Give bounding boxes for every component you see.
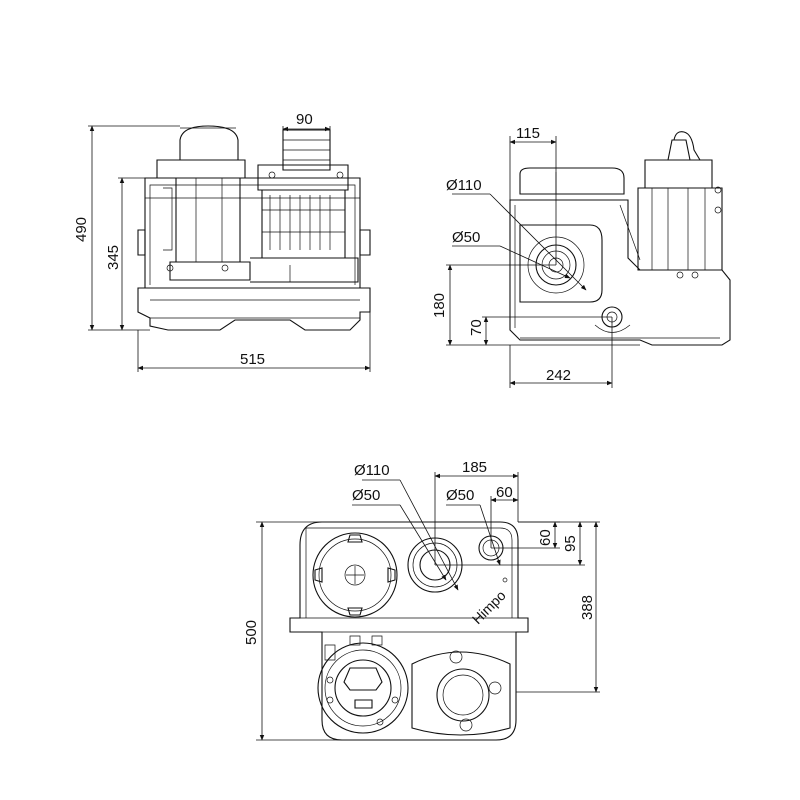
- dim-inlet-large: Ø110: [446, 177, 482, 194]
- top-dim-500: 500: [243, 620, 260, 645]
- top-dim-inlet-small: Ø50: [352, 487, 380, 504]
- top-dim-185: 185: [462, 459, 487, 476]
- top-dim-60-vertical: 60: [537, 529, 554, 546]
- top-dim-outlet-small: Ø50: [446, 487, 474, 504]
- top-dim-60-horizontal: 60: [496, 484, 513, 501]
- top-view: Himpo Ø110 Ø50 Ø50: [243, 459, 600, 741]
- dim-outlet-height: 70: [468, 319, 485, 336]
- dim-inlet-small: Ø50: [452, 229, 480, 246]
- dim-outlet-offset: 242: [546, 367, 571, 384]
- top-dim-95: 95: [562, 535, 579, 552]
- dim-height-body: 345: [105, 245, 122, 270]
- dim-inlet-height: 180: [431, 293, 448, 318]
- dim-pump-width: 90: [296, 111, 313, 128]
- front-view: 90 490 345 515: [73, 111, 371, 372]
- side-view: 115 Ø110 Ø50 180 70 242: [431, 125, 731, 388]
- dim-width: 515: [240, 351, 265, 368]
- brand-label: Himpo: [469, 587, 509, 627]
- top-dim-inlet-large: Ø110: [354, 462, 390, 479]
- dim-inlet-offset: 115: [516, 125, 540, 142]
- top-dim-388: 388: [579, 595, 596, 620]
- dim-height-total: 490: [73, 217, 90, 242]
